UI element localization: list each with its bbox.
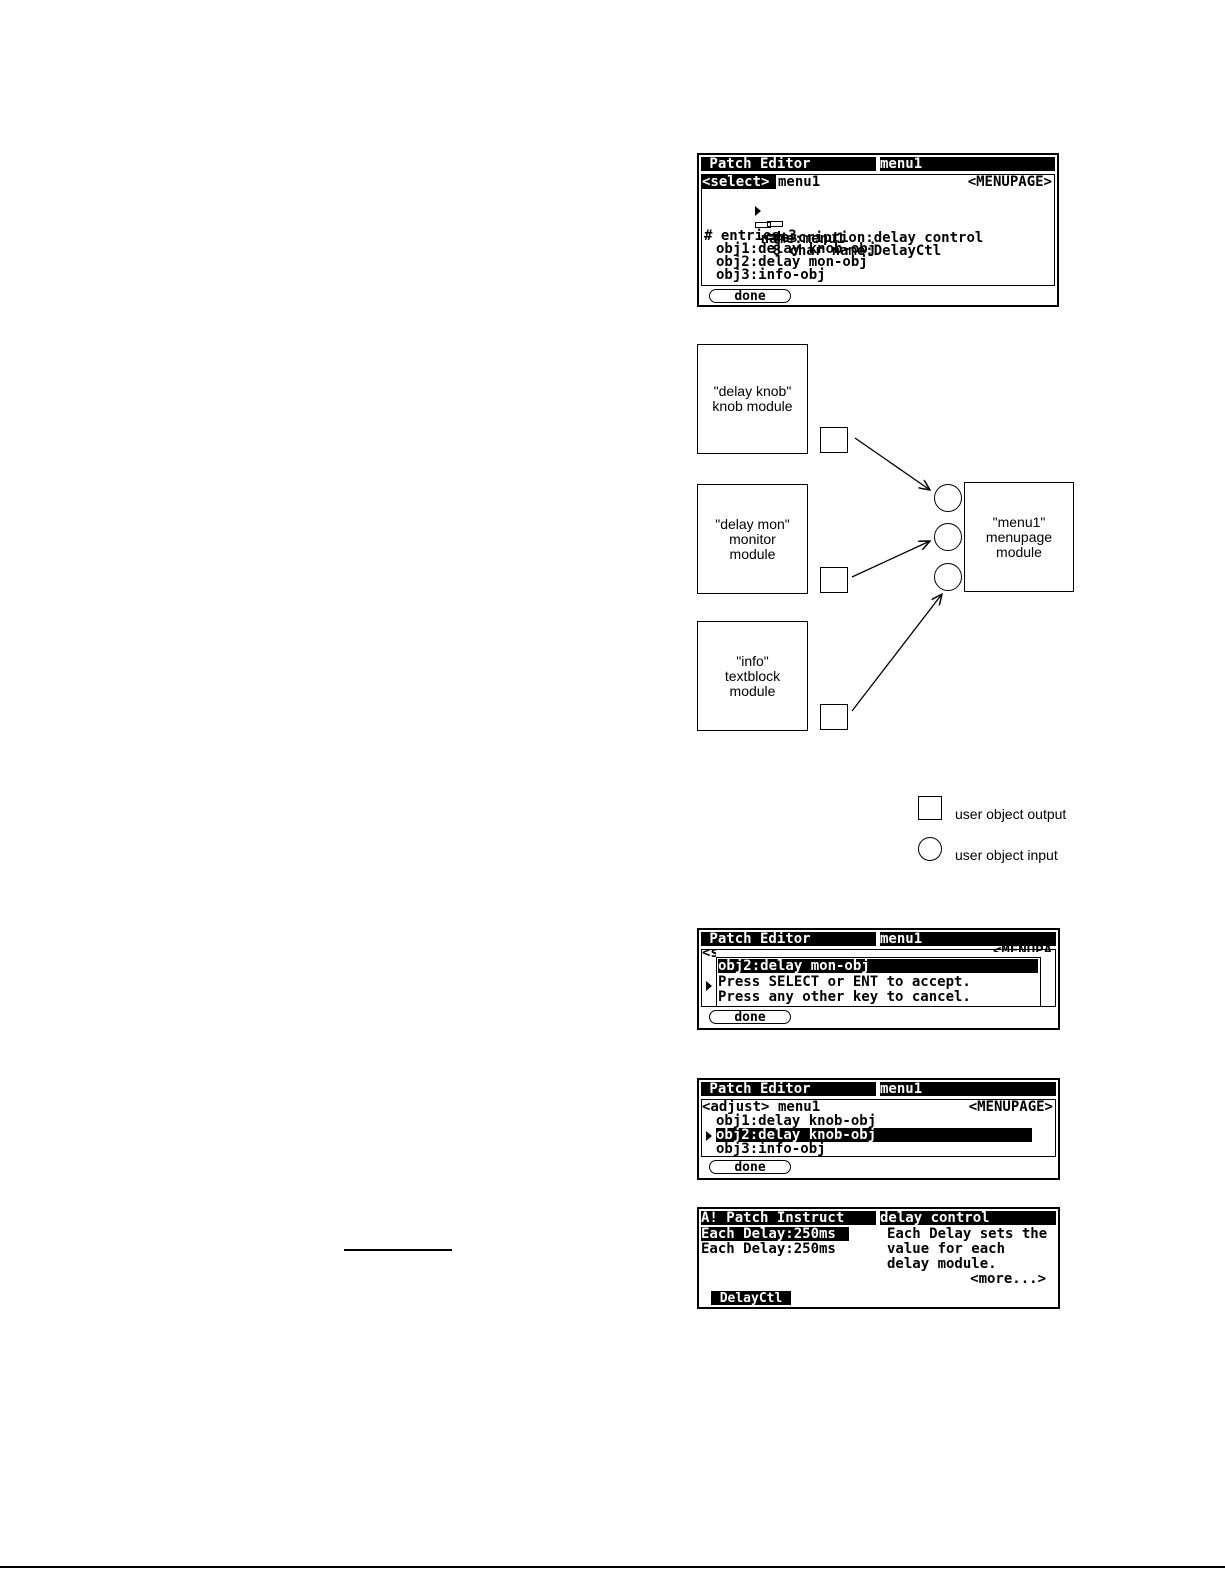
cursor-arrow-icon (706, 981, 712, 991)
adjust-list-frame: <adjust> menu1 <MENUPAGE> obj1:delay kno… (701, 1099, 1056, 1157)
list-item-description[interactable]: description:delay control (716, 203, 983, 245)
help-line-3: delay module. (887, 1256, 997, 1272)
obscured-header-fragment: <s (702, 946, 716, 960)
list-item-obj3[interactable]: obj3:info-obj (716, 267, 826, 283)
patch-instruct-screen: A! Patch Instruct delay control Each Del… (697, 1207, 1060, 1309)
mode-label: <select> (702, 175, 776, 189)
more-link[interactable]: <more...> (970, 1271, 1046, 1287)
menupage-list-frame: <select> menu1 <MENUPAGE> name:menu1 des… (701, 174, 1055, 286)
legend-output-square-icon (918, 796, 942, 820)
list-item-obj2-selected[interactable]: obj2:delay knob-obj (716, 1128, 1032, 1142)
page-footer-rule (0, 1566, 1225, 1568)
done-button[interactable]: done (709, 1160, 791, 1174)
legend-input-label: user object input (955, 847, 1058, 863)
cursor-arrow-icon (754, 206, 761, 216)
patch-editor-screen-adjust: Patch Editor menu1 <adjust> menu1 <MENUP… (697, 1078, 1060, 1180)
arrow-textblock-to-menupage (851, 594, 942, 712)
mode-label: <adjust> (702, 1099, 770, 1115)
popup-cancel-hint: Press any other key to cancel. (718, 989, 971, 1005)
textblock-output-square (820, 704, 848, 730)
done-button[interactable]: done (709, 1010, 791, 1024)
screen-title: Patch Editor (701, 1082, 876, 1096)
list-item-obj1[interactable]: obj1:delay knob-obj (716, 241, 877, 257)
field-box-icon (754, 222, 771, 228)
delay-knob-module: "delay knob"knob module (697, 344, 808, 454)
menupage-input-circle-1 (934, 484, 962, 512)
screen-title: Patch Editor (701, 157, 876, 171)
field-box-icon (766, 221, 783, 227)
screen-title-value: delay control (880, 1211, 1056, 1225)
obscured-type-tag-fragment: <MENUPAGE> (993, 944, 1053, 952)
screen-title: Patch Editor (701, 932, 876, 946)
mode-value: menu1 (778, 1099, 821, 1115)
screen-title-value: menu1 (880, 157, 1055, 171)
delay-value-selected[interactable]: Each Delay:250ms (701, 1227, 849, 1241)
list-item-name[interactable]: name:menu1 (704, 190, 845, 246)
mode-value: menu1 (778, 174, 821, 190)
monitor-output-square (820, 567, 848, 593)
field-box-icon (766, 234, 783, 240)
legend-output-label: user object output (955, 806, 1067, 822)
list-item-obj2[interactable]: obj2:delay mon-obj (716, 254, 868, 270)
menupage-input-circle-2 (934, 523, 962, 551)
text-underline-rule (344, 1249, 452, 1251)
list-item-entries[interactable]: # entries:3 (704, 228, 797, 244)
type-tag: <MENUPAGE> (968, 1099, 1053, 1115)
list-item-8-char-name[interactable]: 8 char name:DelayCtl (716, 216, 941, 258)
legend-input-circle-icon (918, 837, 942, 861)
help-line-1: Each Delay sets the (887, 1226, 1048, 1242)
patch-editor-screen-main: Patch Editor menu1 <select> menu1 <MENUP… (697, 153, 1059, 307)
popup-selected-value[interactable]: obj2:delay mon-obj (718, 959, 1038, 973)
screen-title: A! Patch Instruct (701, 1211, 876, 1225)
type-tag: <MENUPAGE> (967, 174, 1052, 190)
delay-value[interactable]: Each Delay:250ms (701, 1241, 836, 1257)
list-item-obj3[interactable]: obj3:info-obj (716, 1141, 826, 1157)
delayctl-softkey[interactable]: DelayCtl (711, 1291, 791, 1305)
list-item-obj1[interactable]: obj1:delay knob-obj (716, 1113, 877, 1129)
screen-title-value: menu1 (880, 1082, 1056, 1096)
cursor-arrow-icon (706, 1131, 712, 1141)
menupage-input-circle-3 (934, 563, 962, 591)
help-line-2: value for each (887, 1241, 1006, 1257)
knob-output-square (820, 427, 848, 453)
screen-title-value: menu1 (880, 932, 1056, 946)
arrow-monitor-to-menupage (851, 541, 930, 578)
selection-popup[interactable]: obj2:delay mon-obj Press SELECT or ENT t… (716, 957, 1041, 1007)
done-button[interactable]: done (709, 289, 791, 303)
arrow-knob-to-menupage (854, 437, 930, 490)
patch-editor-screen-popup: Patch Editor menu1 <s <MENUPAGE> obj2:de… (697, 928, 1060, 1030)
popup-accept-hint: Press SELECT or ENT to accept. (718, 974, 971, 990)
